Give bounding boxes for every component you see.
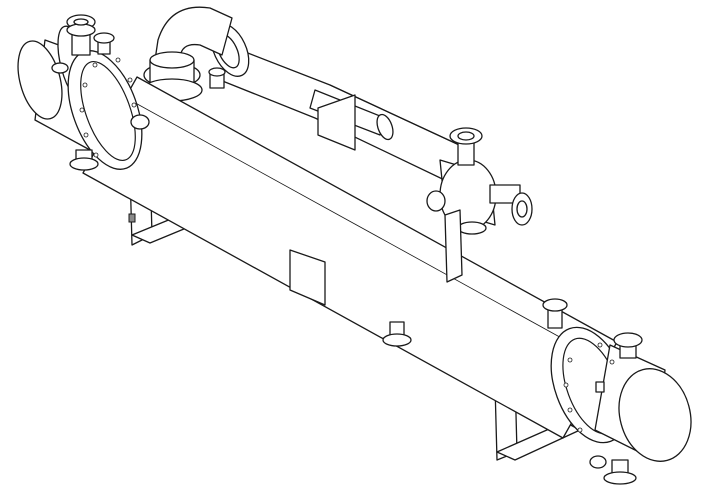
upper-right-channel [426,127,533,283]
name-plates [289,94,356,306]
elbow-pipe [141,6,233,102]
left-nozzles [51,14,226,171]
right-nozzles [382,298,643,485]
right-channel-head [550,326,692,462]
